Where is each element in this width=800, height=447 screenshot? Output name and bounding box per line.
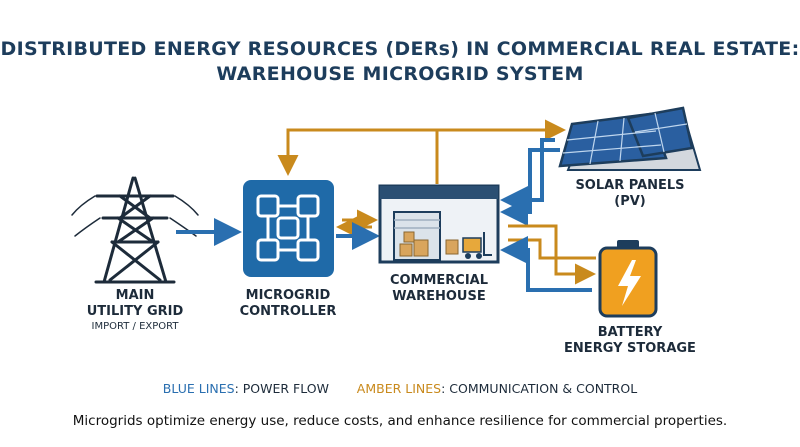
- grid-label-line2: UTILITY GRID: [86, 304, 184, 319]
- utility-tower-icon: [71, 176, 199, 284]
- footer-caption: Microgrids optimize energy use, reduce c…: [72, 413, 728, 429]
- legend: BLUE LINES: POWER FLOW AMBER LINES: COMM…: [0, 381, 800, 396]
- legend-amber-key: AMBER LINES: [356, 381, 442, 396]
- title-line-1: DISTRIBUTED ENERGY RESOURCES (DERs) IN C…: [0, 38, 800, 60]
- comm-warehouse-to-controller-loop: [277, 128, 439, 184]
- microgrid-controller-icon: [243, 180, 334, 277]
- forklift-icon: [462, 232, 492, 259]
- legend-amber-text: : COMMUNICATION & CONTROL: [441, 381, 638, 396]
- controller-label-line1: MICROGRID: [245, 288, 331, 303]
- warehouse-label-line2: WAREHOUSE: [392, 289, 486, 304]
- solar-label-line1: SOLAR PANELS: [575, 178, 685, 193]
- battery-label-line1: BATTERY: [597, 325, 663, 340]
- power-flow-battery-to-warehouse: [500, 236, 592, 292]
- title-line-2: WAREHOUSE MICROGRID SYSTEM: [216, 63, 584, 85]
- power-flow-solar-to-warehouse-2: [500, 148, 560, 226]
- battery-icon: [598, 240, 658, 318]
- warehouse-icon: [378, 184, 500, 264]
- battery-label-line2: ENERGY STORAGE: [564, 341, 696, 356]
- solar-label-line2: (PV): [614, 194, 646, 209]
- warehouse-label-line1: COMMERCIAL: [389, 273, 489, 288]
- legend-blue-text: : POWER FLOW: [234, 381, 329, 396]
- comm-warehouse-to-battery: [508, 224, 596, 285]
- grid-label-line1: MAIN: [115, 288, 155, 303]
- controller-label-line2: CONTROLLER: [239, 304, 337, 319]
- legend-blue-key: BLUE LINES: [162, 381, 235, 396]
- solar-panels-icon: [558, 106, 702, 171]
- grid-sublabel: IMPORT / EXPORT: [91, 321, 179, 332]
